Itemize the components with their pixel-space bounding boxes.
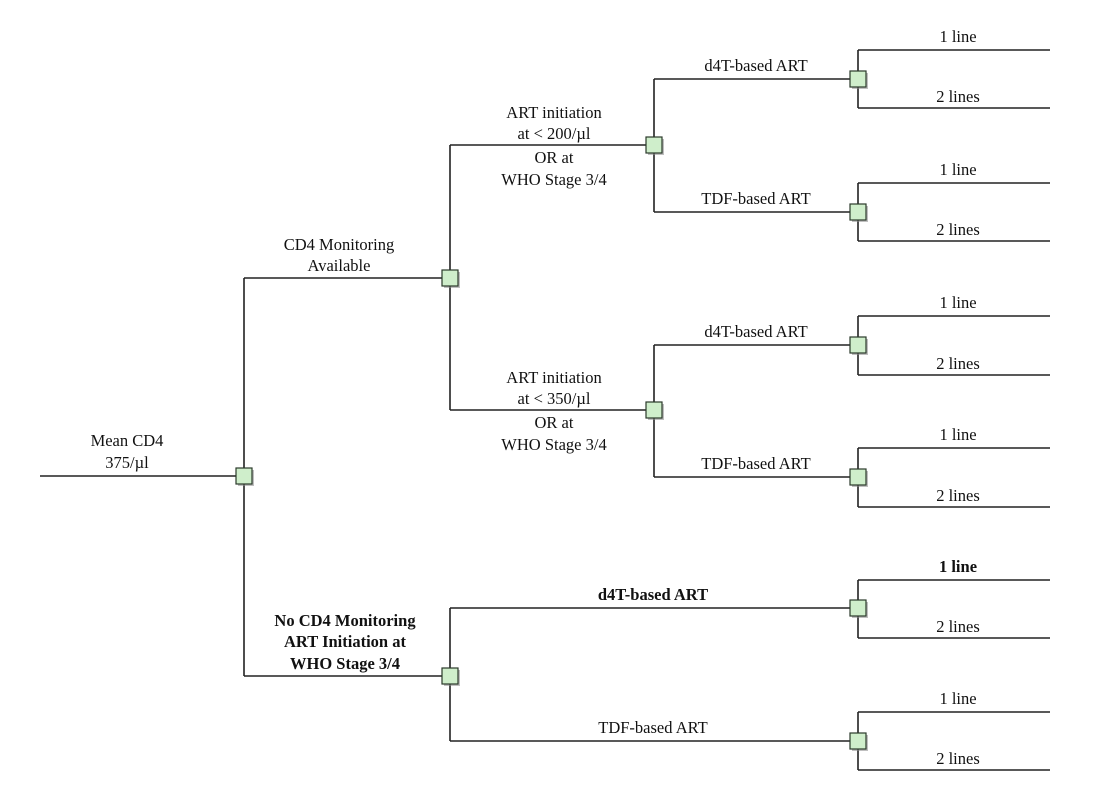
b200-label-line1: ART initiation <box>506 103 601 122</box>
b350-label-line2: at < 350/µl <box>518 389 591 408</box>
cd4-available-label-line1: CD4 Monitoring <box>284 235 394 254</box>
b200-d4t-line1-label: 1 line <box>939 27 976 46</box>
decision-node-root <box>235 467 254 486</box>
nocd4-tdf-label: TDF-based ART <box>598 718 707 737</box>
decision-node-b350-d4t <box>849 336 868 355</box>
tree-labels: Mean CD4 375/µl CD4 Monitoring Available… <box>91 27 980 768</box>
no-cd4-label-line2: ART Initiation at <box>284 632 406 651</box>
decision-nodes <box>235 70 868 751</box>
nocd4-d4t-line2-label: 2 lines <box>936 617 980 636</box>
decision-node-branch-200 <box>645 136 664 155</box>
root-label-line2: 375/µl <box>105 453 149 472</box>
no-cd4-label-line1: No CD4 Monitoring <box>274 611 416 630</box>
b350-tdf-line2-label: 2 lines <box>936 486 980 505</box>
b200-tdf-label: TDF-based ART <box>701 189 810 208</box>
decision-node-no-cd4 <box>441 667 460 686</box>
b200-tdf-line2-label: 2 lines <box>936 220 980 239</box>
decision-node-branch-350 <box>645 401 664 420</box>
b200-label-line2: at < 200/µl <box>518 124 591 143</box>
decision-node-b200-tdf <box>849 203 868 222</box>
decision-node-nocd4-tdf <box>849 732 868 751</box>
root-label-line1: Mean CD4 <box>91 431 164 450</box>
decision-node-b200-d4t <box>849 70 868 89</box>
b350-d4t-line1-label: 1 line <box>939 293 976 312</box>
b200-label-line3: OR at <box>535 148 574 167</box>
cd4-available-label-line2: Available <box>308 256 371 275</box>
b350-label-line4: WHO Stage 3/4 <box>501 435 606 454</box>
b200-tdf-line1-label: 1 line <box>939 160 976 179</box>
b350-label-line1: ART initiation <box>506 368 601 387</box>
tree-edges <box>40 49 1050 771</box>
decision-node-nocd4-d4t <box>849 599 868 618</box>
nocd4-tdf-line1-label: 1 line <box>939 689 976 708</box>
b200-d4t-line2-label: 2 lines <box>936 87 980 106</box>
decision-node-b350-tdf <box>849 468 868 487</box>
b350-tdf-line1-label: 1 line <box>939 425 976 444</box>
b350-d4t-label: d4T-based ART <box>704 322 807 341</box>
b350-label-line3: OR at <box>535 413 574 432</box>
nocd4-tdf-line2-label: 2 lines <box>936 749 980 768</box>
nocd4-d4t-line1-label: 1 line <box>939 557 977 576</box>
b200-d4t-label: d4T-based ART <box>704 56 807 75</box>
b350-tdf-label: TDF-based ART <box>701 454 810 473</box>
no-cd4-label-line3: WHO Stage 3/4 <box>290 654 400 673</box>
b350-d4t-line2-label: 2 lines <box>936 354 980 373</box>
b200-label-line4: WHO Stage 3/4 <box>501 170 606 189</box>
decision-node-cd4-available <box>441 269 460 288</box>
nocd4-d4t-label: d4T-based ART <box>598 585 708 604</box>
